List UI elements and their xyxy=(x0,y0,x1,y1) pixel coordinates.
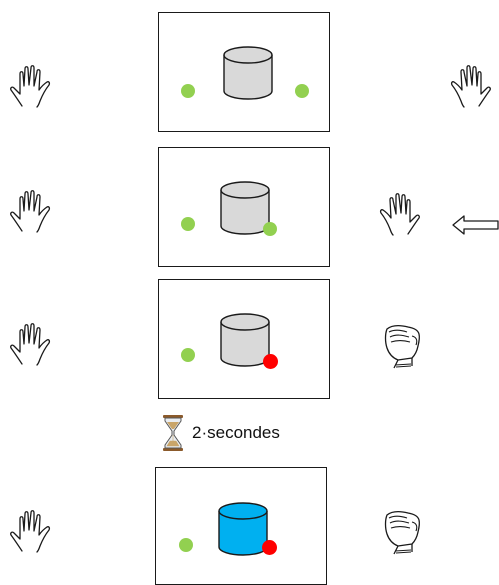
red-dot-right xyxy=(262,540,277,555)
timer-label: 2·secondes xyxy=(192,423,280,442)
left-open-hand-icon xyxy=(8,505,58,555)
left-open-hand-icon xyxy=(8,60,58,110)
red-dot-right xyxy=(263,354,278,369)
green-dot-right xyxy=(263,222,277,236)
grey-cylinder-icon xyxy=(220,181,270,235)
panel-step-1 xyxy=(158,12,330,132)
left-open-hand-icon xyxy=(8,318,58,368)
left-arrow-icon xyxy=(452,215,499,235)
right-open-hand-icon xyxy=(372,188,422,238)
right-fist-icon xyxy=(378,317,428,373)
timer: 2·secondes xyxy=(162,415,280,451)
grey-cylinder-icon xyxy=(220,313,270,367)
green-dot-left xyxy=(181,84,195,98)
green-dot-left xyxy=(181,348,195,362)
green-dot-left xyxy=(181,217,195,231)
panel-step-2 xyxy=(158,147,330,267)
hourglass-icon xyxy=(163,415,183,451)
blue-cylinder-icon xyxy=(218,502,268,556)
panel-step-3 xyxy=(158,279,330,399)
right-fist-icon xyxy=(378,503,428,559)
left-open-hand-icon xyxy=(8,185,58,235)
green-dot-left xyxy=(179,538,193,552)
green-dot-right xyxy=(295,84,309,98)
grey-cylinder-icon xyxy=(223,46,273,100)
right-open-hand-icon xyxy=(443,60,493,110)
panel-step-4 xyxy=(155,467,327,585)
